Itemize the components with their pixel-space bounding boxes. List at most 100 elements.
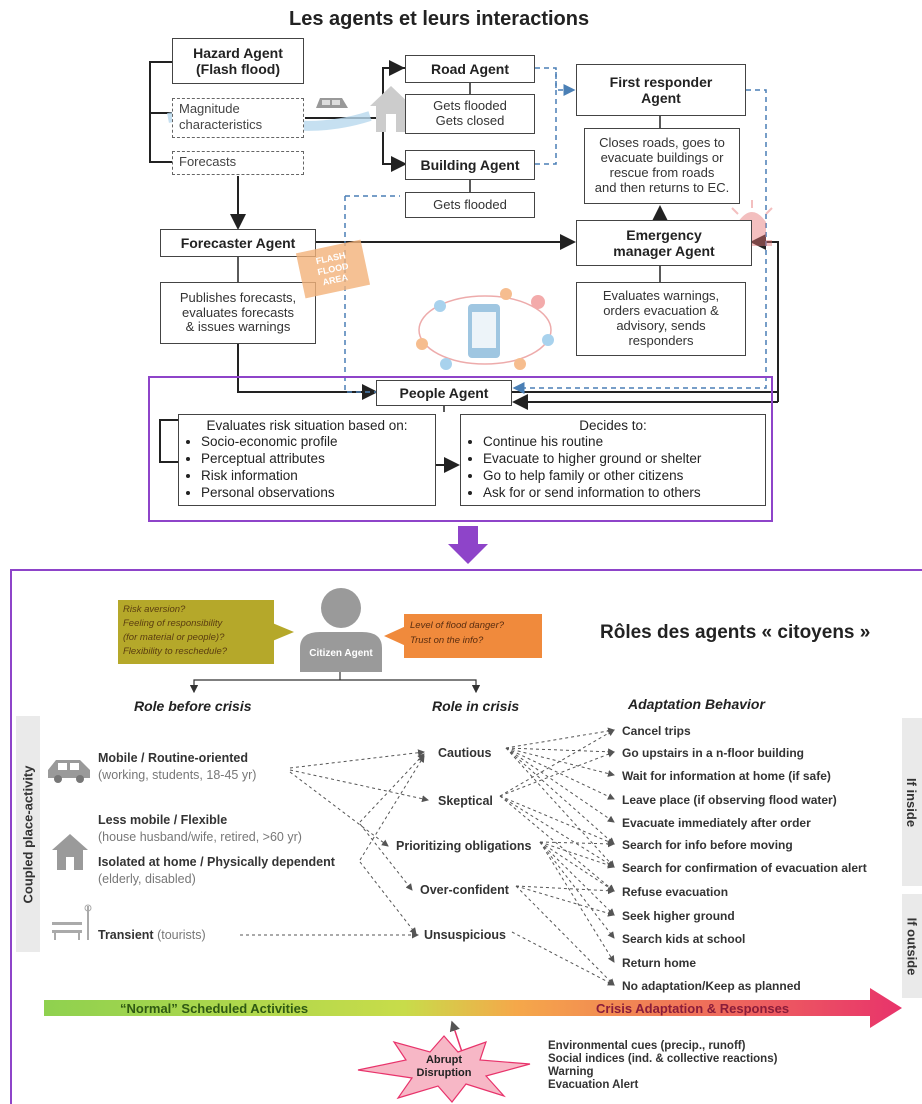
citizen-roles-frame (10, 569, 922, 1104)
top-title: Les agents et leurs interactions (289, 8, 590, 30)
road-agent-title: Road Agent (430, 60, 510, 77)
first-responder-title-1: First responder (609, 73, 713, 90)
evaluates-list: Socio-economic profile Perceptual attrib… (183, 433, 431, 501)
coupled-side-label: Coupled place-activity (16, 716, 40, 952)
building-desc: Gets flooded (433, 196, 507, 212)
eval-item: Personal observations (201, 484, 431, 501)
adaptation-item: Evacuate immediately after order (622, 816, 811, 830)
forecaster-agent-box: Forecaster Agent (160, 229, 316, 257)
forecaster-agent-desc: Publishes forecasts, evaluates forecasts… (160, 282, 316, 344)
adaptation-item: Search for info before moving (622, 838, 793, 852)
fr-desc-1: Closes roads, goes to (599, 135, 725, 151)
role-to-adaptation-link (505, 747, 615, 756)
role-to-adaptation-link (505, 727, 615, 749)
building-agent-desc: Gets flooded (405, 192, 535, 218)
decide-item: Go to help family or other citizens (483, 467, 761, 484)
role-to-adaptation-link (505, 747, 615, 868)
role-to-adaptation-link (499, 795, 615, 892)
people-agent-title: People Agent (399, 384, 489, 401)
role-to-adaptation-link (499, 750, 615, 797)
forecasts-box: Forecasts (172, 151, 304, 175)
building-agent-box: Building Agent (405, 150, 535, 180)
category-isolated-name: Isolated at home / Physically dependent (98, 855, 335, 869)
role-to-adaptation-link (499, 795, 615, 845)
disruption-star-icon (357, 1035, 531, 1103)
decides-list: Continue his routine Evacuate to higher … (465, 433, 761, 501)
building-agent-title: Building Agent (420, 156, 520, 173)
forecaster-agent-title: Forecaster Agent (180, 234, 296, 251)
cue-item: Social indices (ind. & collective reacti… (548, 1053, 778, 1065)
person-icon (300, 588, 382, 672)
adaptation-item: Go upstairs in a n-floor building (622, 746, 804, 760)
bubble-left-tail (270, 622, 294, 642)
role-over-confident: Over-confident (420, 883, 509, 897)
down-arrow-icon (448, 526, 488, 564)
arrow-left-label: “Normal” Scheduled Activities (120, 1001, 309, 1016)
em-desc-3: advisory, sends (616, 318, 706, 333)
if-outside-side-label: If outside (902, 894, 922, 998)
adaptation-item: Cancel trips (622, 724, 691, 738)
category-isolated-sub: (elderly, disabled) (98, 872, 196, 886)
bench-icon (52, 904, 92, 940)
adaptation-item: Return home (622, 956, 697, 970)
category-transient-sub: (tourists) (157, 928, 206, 942)
bottom-title: Rôles des agents « citoyens » (600, 622, 871, 643)
disruption-line-1: Abrupt (425, 1054, 463, 1066)
first-responder-title-2: Agent (641, 90, 681, 106)
flood-car-icon (316, 98, 348, 108)
role-to-adaptation-link (499, 729, 615, 797)
hazard-agent-box: Hazard Agent (Flash flood) (172, 38, 304, 84)
adaptation-item: Seek higher ground (622, 909, 735, 923)
fr-desc-3: rescue from roads (609, 165, 715, 180)
decides-box: Decides to: Continue his routine Evacuat… (460, 414, 766, 506)
adaptation-item: Search kids at school (622, 932, 746, 946)
adaptation-header: Adaptation Behavior (628, 696, 765, 712)
bubble-right-line: Trust on the info? (410, 635, 484, 646)
bubble-left-line: (for material or people)? (123, 632, 225, 643)
role-to-adaptation-link (539, 841, 615, 892)
arrow-right-label: Crisis Adaptation & Responses (596, 1001, 790, 1016)
adaptation-item: No adaptation/Keep as planned (622, 979, 801, 993)
road-agent-box: Road Agent (405, 55, 535, 83)
disruption-line-2: Disruption (416, 1067, 472, 1079)
forecaster-desc-2: evaluates forecasts (181, 304, 294, 320)
bubble-left: Risk aversion? Feeling of responsibility… (118, 600, 274, 664)
evaluates-box: Evaluates risk situation based on: Socio… (178, 414, 436, 506)
bottom-connectors (44, 672, 902, 1053)
cue-item: Environmental cues (precip., runoff) (548, 1040, 746, 1052)
citizen-agent-label: Citizen Agent (309, 648, 373, 659)
role-to-adaptation-link (539, 841, 615, 939)
decides-title: Decides to: (579, 418, 647, 433)
emergency-manager-box: Emergency manager Agent (576, 220, 752, 266)
decide-item: Evacuate to higher ground or shelter (483, 450, 761, 467)
people-agent-frame (148, 376, 773, 522)
if-outside-label: If outside (904, 917, 920, 975)
eval-item: Socio-economic profile (201, 433, 431, 450)
role-to-adaptation-link (505, 747, 615, 823)
road-desc-line-1: Gets flooded (433, 98, 507, 114)
hazard-agent-subtitle: (Flash flood) (196, 61, 280, 77)
disruption-label: Abrupt Disruption (404, 1054, 484, 1080)
forecaster-desc-3: & issues warnings (185, 319, 291, 335)
category-transient-name: Transient (98, 928, 154, 942)
evaluates-title: Evaluates risk situation based on: (206, 418, 408, 433)
eval-item: Perceptual attributes (201, 450, 431, 467)
house-icon (52, 834, 88, 870)
bubble-left-line: Risk aversion? (123, 604, 186, 615)
forecasts-label: Forecasts (179, 154, 237, 169)
decide-item: Continue his routine (483, 433, 761, 450)
category-less-mobile: Less mobile / Flexible (house husband/wi… (98, 812, 302, 846)
role-to-adaptation-link (539, 840, 615, 848)
house-icon (370, 86, 412, 132)
if-inside-label: If inside (904, 777, 920, 827)
role-unsuspicious: Unsuspicious (424, 928, 506, 942)
role-to-adaptation-link (539, 841, 615, 916)
category-transient: Transient (tourists) (98, 927, 206, 944)
role-to-adaptation-link (505, 747, 615, 777)
eval-item: Risk information (201, 467, 431, 484)
role-to-adaptation-link (515, 885, 615, 917)
role-to-adaptation-link (511, 931, 615, 986)
people-agent-box: People Agent (376, 380, 512, 406)
adaptation-item: Leave place (if observing flood water) (622, 793, 837, 807)
magnitude-box: Magnitude characteristics (172, 98, 304, 138)
